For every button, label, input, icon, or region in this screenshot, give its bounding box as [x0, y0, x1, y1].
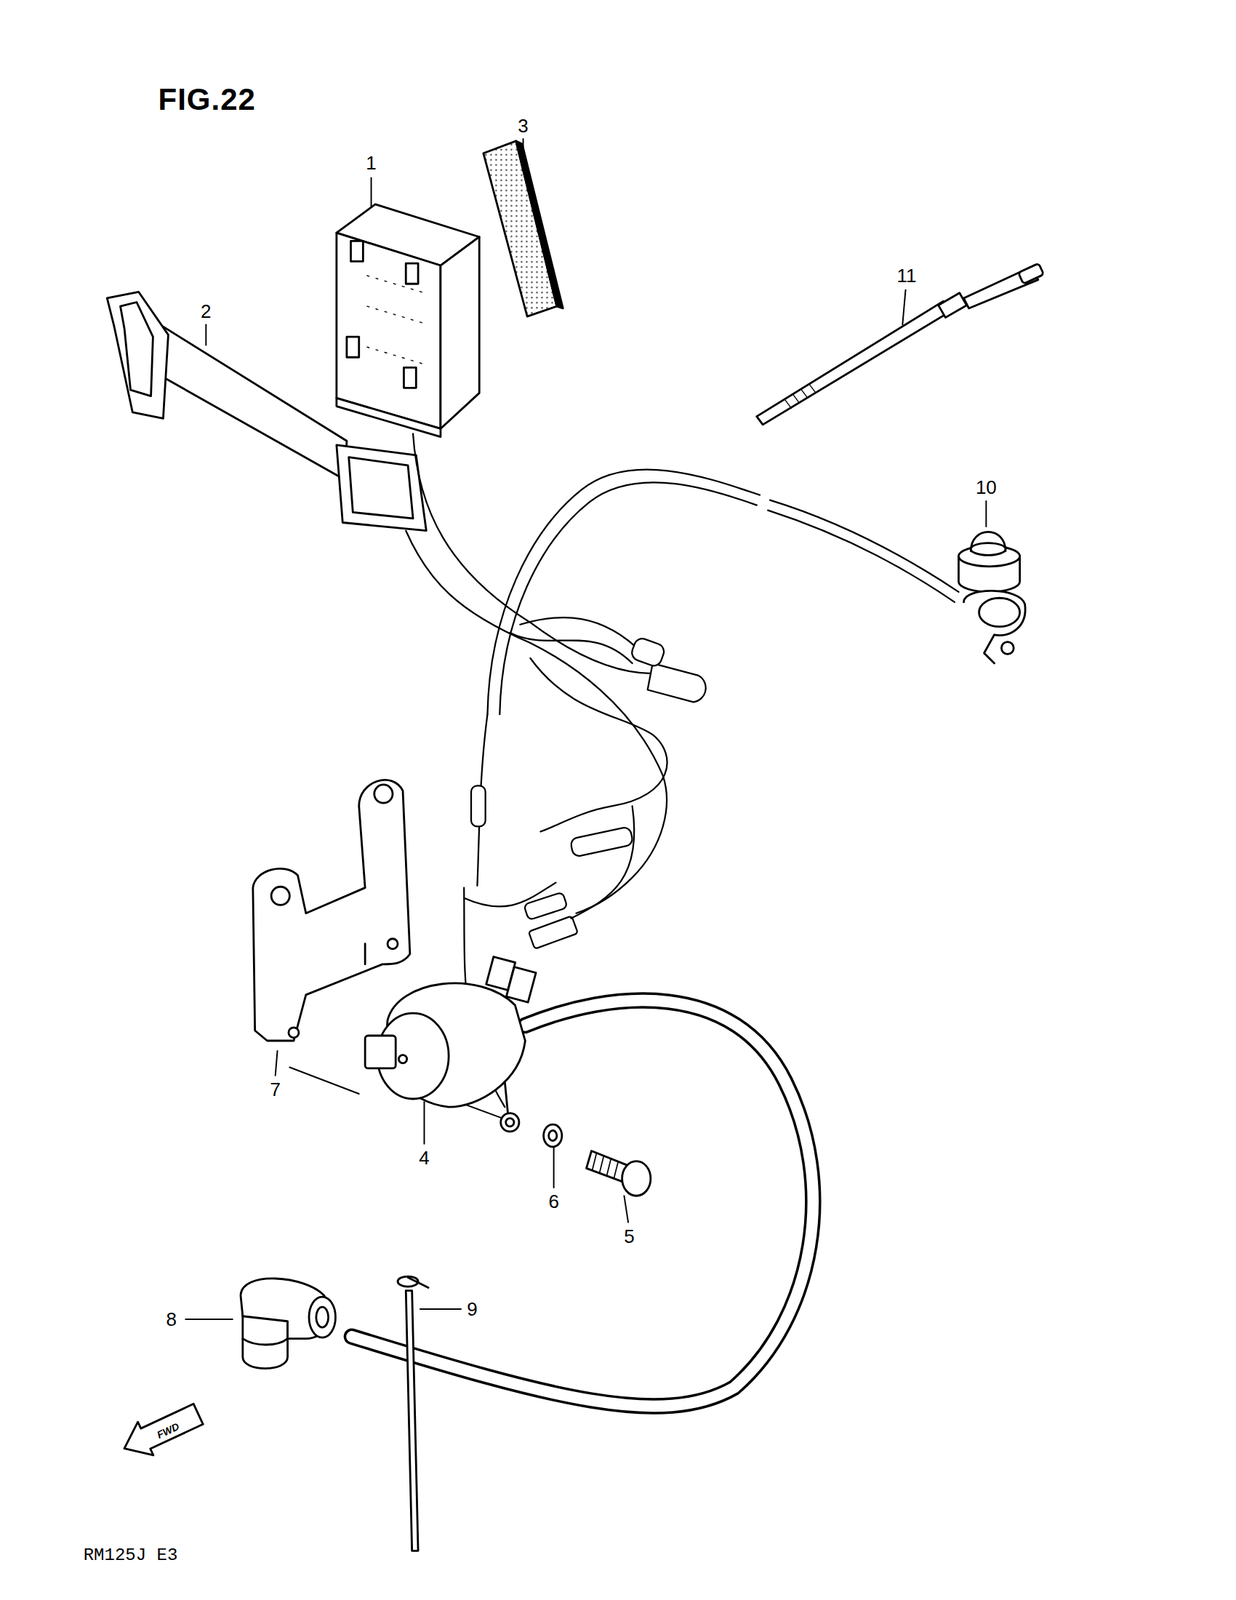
callout-number: 6	[548, 1191, 559, 1211]
callout-number: 11	[896, 266, 917, 286]
callout-number: 7	[269, 1079, 280, 1099]
leader-lines	[185, 138, 986, 1319]
forward-arrow	[116, 1396, 206, 1465]
callout-number: 3	[517, 116, 528, 136]
stop-switch	[958, 531, 1026, 664]
ht-lead	[351, 999, 813, 1406]
control-unit	[336, 204, 480, 437]
callout-number: 10	[975, 477, 997, 497]
figure-title: FIG.22	[158, 84, 256, 115]
plug-cap	[240, 1278, 336, 1369]
cable-tie	[756, 263, 1045, 425]
callout-number: 4	[418, 1148, 429, 1167]
strap-part	[106, 291, 427, 531]
callout-number: 5	[623, 1226, 634, 1246]
model-caption: RM125J E3	[83, 1546, 179, 1564]
ignition-coil	[364, 956, 536, 1131]
bracket-part	[253, 779, 411, 1041]
callout-number: 9	[466, 1299, 477, 1319]
pad-part	[483, 141, 563, 317]
callout-number: 1	[365, 153, 376, 173]
fasteners	[543, 1124, 651, 1196]
cable-tie	[397, 1275, 429, 1551]
callout-number: 2	[200, 301, 211, 321]
callout-number: 8	[165, 1309, 176, 1329]
